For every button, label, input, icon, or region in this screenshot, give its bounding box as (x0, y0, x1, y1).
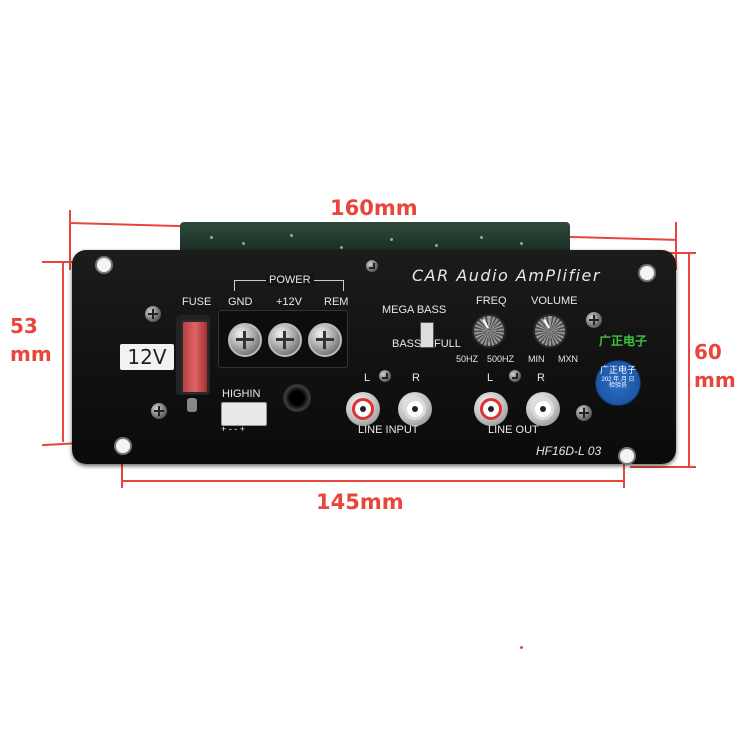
mount-hole-bottom-left (114, 437, 132, 455)
inspection-sticker: 广正电子 202 年 月 日 检验员 (595, 360, 641, 406)
freq-knob[interactable] (472, 314, 506, 348)
mount-hole-top-right (638, 264, 656, 282)
line-input-right-rca[interactable] (398, 392, 432, 426)
terminal-screw-12v[interactable] (268, 323, 302, 357)
fuse[interactable] (181, 320, 209, 394)
mount-hole-top-left (95, 256, 113, 274)
freq-label: FREQ (476, 295, 507, 307)
volume-label: VOLUME (531, 295, 578, 307)
full-label: FULL (434, 338, 461, 350)
line-input-left-label: L (364, 372, 371, 384)
power-terminal-block (218, 310, 348, 368)
freq-min-label: 50HZ (456, 354, 479, 364)
highin-pins-label: + - - + (221, 424, 246, 434)
brand-label: 广正电子 (599, 334, 648, 348)
volume-min-label: MIN (528, 354, 545, 364)
bass-label: BASS (392, 338, 422, 350)
panel-screw-icon (151, 403, 167, 419)
panel-screw-icon (366, 260, 378, 272)
panel-screw-icon (145, 306, 161, 322)
line-out-right-label: R (537, 372, 545, 384)
power-label: POWER (266, 274, 314, 286)
sticker-title: 广正电子 (599, 366, 636, 376)
right-dimension-tick-bottom (630, 466, 696, 468)
panel-screw-icon (576, 405, 592, 421)
sticker-inspector: 检验员 (608, 383, 627, 390)
highin-label: HIGHIN (222, 388, 261, 400)
indicator-led (187, 398, 197, 412)
top-dimension-tick-left (69, 210, 71, 270)
bottom-dimension-line (122, 480, 624, 482)
panel-title: CAR Audio AmPlifier (412, 266, 601, 285)
line-input-label: LINE INPUT (358, 424, 419, 436)
line-input-right-label: R (412, 372, 420, 384)
top-width-label: 160mm (330, 196, 418, 220)
freq-max-label: 500HZ (487, 354, 515, 364)
line-out-left-label: L (487, 372, 494, 384)
mega-bass-label: MEGA BASS (382, 304, 447, 316)
terminal-screw-gnd[interactable] (228, 323, 262, 357)
line-out-right-rca[interactable] (526, 392, 560, 426)
left-height-unit: mm (10, 342, 52, 366)
audio-jack[interactable] (283, 384, 311, 412)
voltage-label: 12V (120, 344, 174, 370)
right-dimension-line (688, 252, 690, 466)
line-out-left-rca[interactable] (474, 392, 508, 426)
mega-bass-switch[interactable] (420, 322, 434, 348)
gnd-label: GND (228, 296, 253, 308)
right-height-unit: mm (694, 368, 736, 392)
mount-hole-bottom-right (618, 447, 636, 465)
line-input-left-rca[interactable] (346, 392, 380, 426)
panel-screw-icon (379, 370, 391, 382)
panel-screw-icon (586, 312, 602, 328)
top-dimension-tick-right (675, 222, 677, 270)
bottom-width-label: 145mm (316, 490, 404, 514)
panel-screw-icon (509, 370, 521, 382)
bottom-dimension-tick-right (623, 452, 625, 488)
model-label: HF16D-L 03 (536, 444, 602, 458)
line-out-label: LINE OUT (488, 424, 539, 436)
terminal-screw-rem[interactable] (308, 323, 342, 357)
plus12v-label: +12V (276, 296, 302, 308)
rem-label: REM (324, 296, 349, 308)
volume-knob[interactable] (533, 314, 567, 348)
bottom-dimension-tick-left (121, 440, 123, 488)
sticker-date: 202 年 月 日 (601, 376, 635, 383)
stray-mark (520, 646, 523, 649)
left-height-value: 53 (10, 314, 38, 338)
right-height-value: 60 (694, 340, 722, 364)
highin-connector[interactable] (221, 402, 267, 426)
volume-max-label: MXN (558, 354, 578, 364)
left-dimension-line (62, 262, 64, 442)
fuse-label: FUSE (182, 296, 212, 308)
